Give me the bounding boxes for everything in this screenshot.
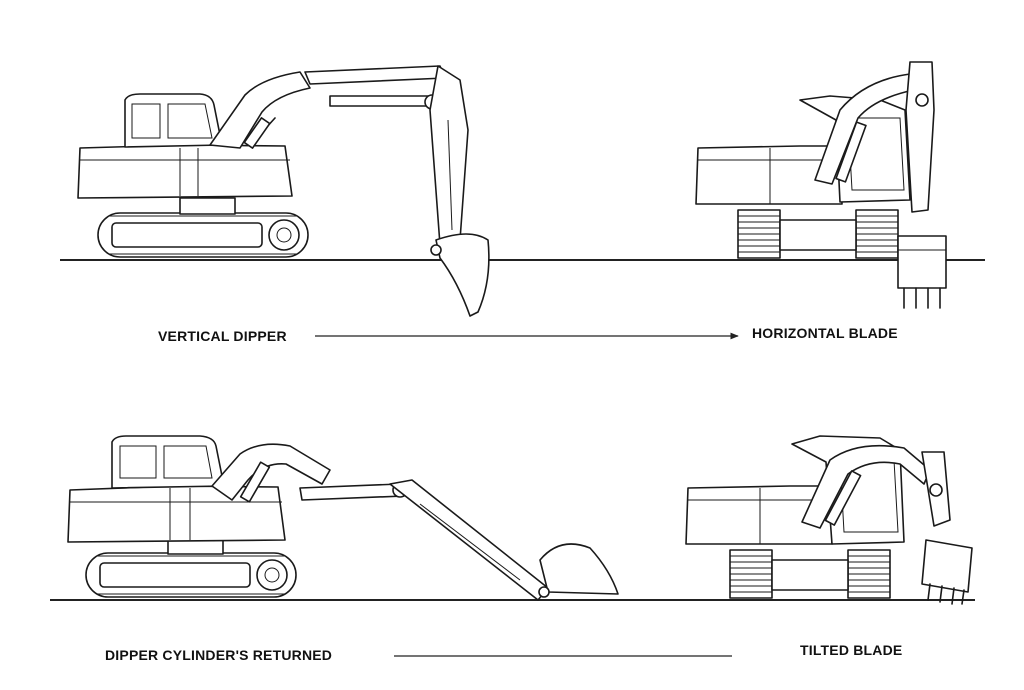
label-horizontal-blade: HORIZONTAL BLADE: [752, 325, 898, 341]
label-vertical-dipper: VERTICAL DIPPER: [158, 328, 287, 344]
label-dipper-returned: DIPPER CYLINDER'S RETURNED: [105, 647, 332, 663]
label-tilted-blade: TILTED BLADE: [800, 642, 902, 658]
excavator-tilted-blade: [685, 435, 973, 605]
excavator-vertical-dipper: [60, 65, 985, 317]
excavator-dipper-returned: [50, 435, 975, 601]
excavator-horizontal-blade: [695, 61, 947, 309]
